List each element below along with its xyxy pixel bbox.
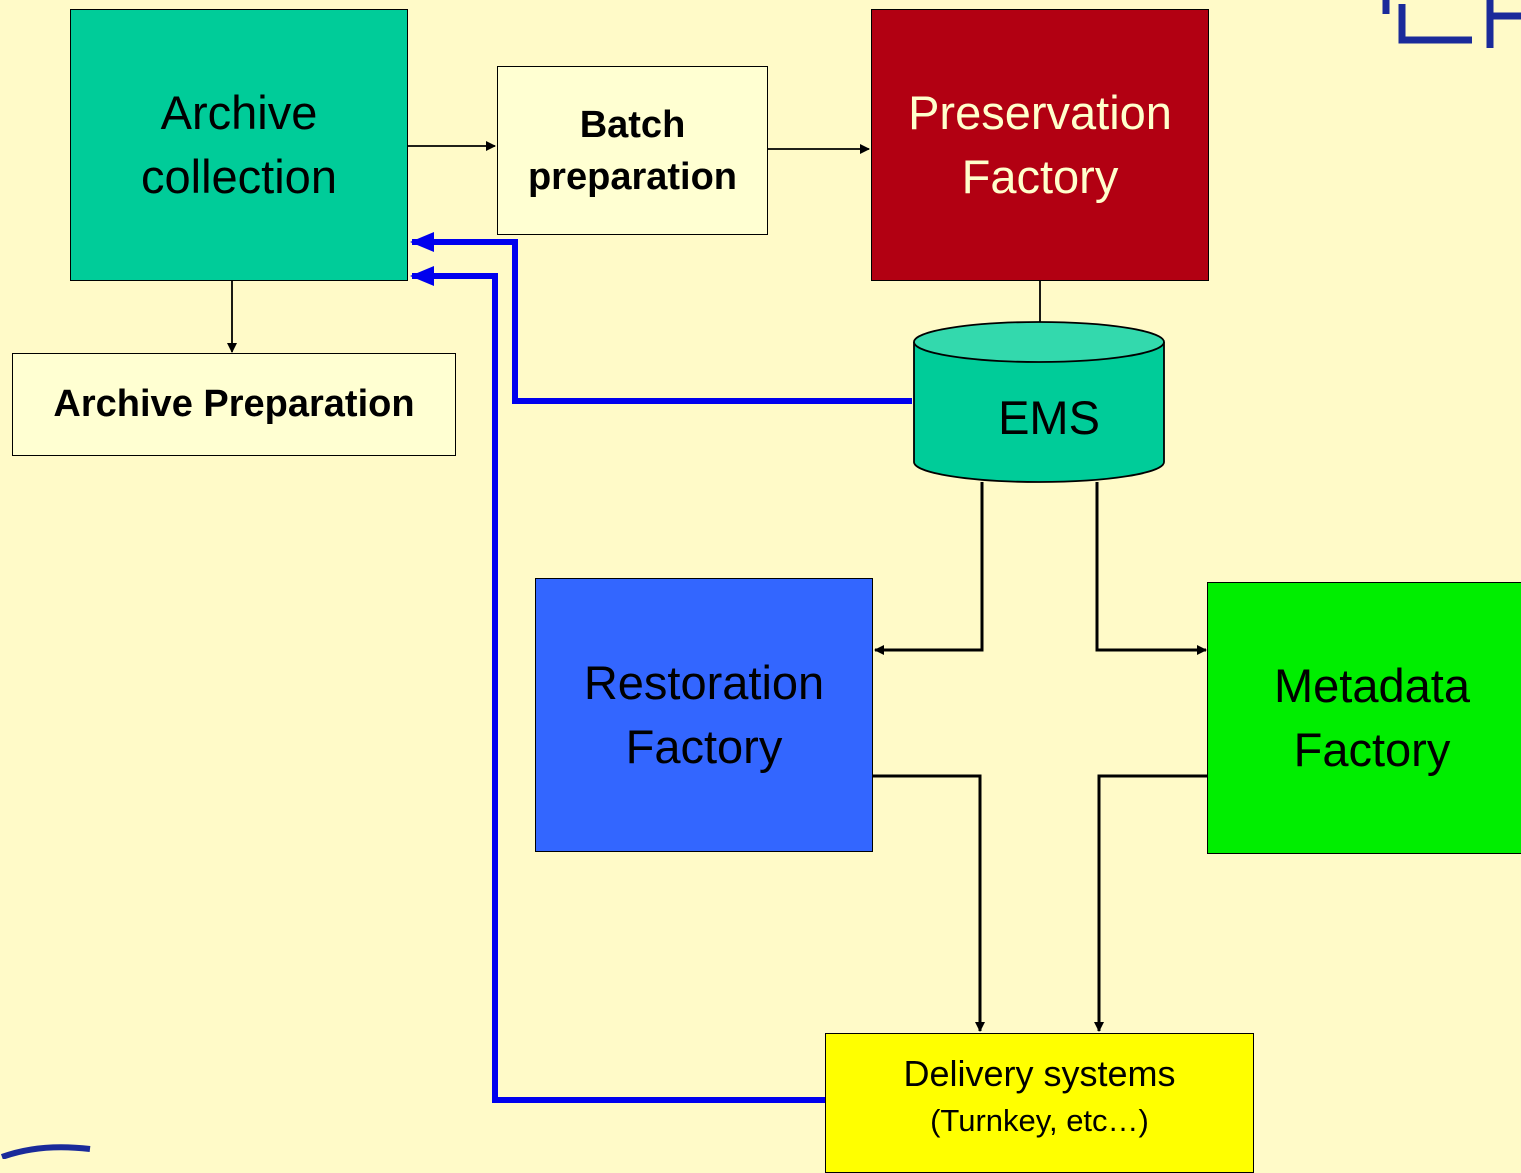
ems-cylinder (913, 321, 1165, 483)
batch-preparation-label: Batch preparation (527, 103, 738, 198)
logo-fragment-icon (1382, 0, 1521, 48)
delivery-systems-label: Delivery systems (903, 1053, 1176, 1094)
arrow-ems-to-metadata (1095, 482, 1207, 655)
archive-collection-label: Archive collection (141, 86, 337, 203)
batch-preparation-box: Batch preparation (497, 66, 768, 235)
arrow-restoration-to-delivery (873, 774, 985, 1032)
logo-fragment-icon (0, 1144, 91, 1159)
restoration-factory-label: Restoration Factory (583, 656, 825, 773)
arrow-metadata-to-delivery (1094, 774, 1207, 1032)
arrow-ems-to-restoration (874, 482, 984, 655)
preservation-factory-label: Preservation Factory (908, 86, 1172, 203)
preservation-factory-box: Preservation Factory (871, 9, 1209, 281)
delivery-systems-box: Delivery systems (Turnkey, etc…) (825, 1033, 1254, 1173)
feedback-arrow-ems-to-archive (410, 232, 912, 404)
metadata-factory-label: Metadata Factory (1274, 659, 1470, 776)
metadata-factory-box: Metadata Factory (1207, 582, 1521, 854)
archive-collection-box: Archive collection (70, 9, 408, 281)
restoration-factory-box: Restoration Factory (535, 578, 873, 852)
ems-label: EMS (998, 391, 1100, 444)
archive-preparation-label: Archive Preparation (53, 383, 415, 425)
feedback-arrow-delivery-to-archive (410, 266, 825, 1103)
delivery-systems-sublabel: (Turnkey, etc…) (930, 1103, 1149, 1138)
archive-preparation-box: Archive Preparation (12, 353, 456, 456)
